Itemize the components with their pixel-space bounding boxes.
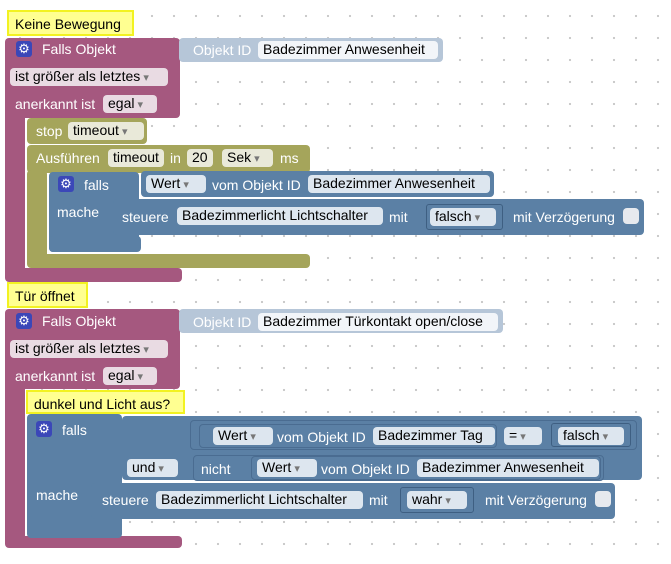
- steuere-field[interactable]: Badezimmerlicht Lichtschalter: [156, 491, 363, 509]
- if-block-foot-1: [49, 236, 141, 252]
- verzoegerung-checkbox[interactable]: [595, 491, 611, 507]
- mache-label: mache: [36, 487, 79, 503]
- bool-slot: [426, 204, 503, 230]
- objekt-id-label: Objekt ID: [193, 42, 252, 58]
- verzoegerung-checkbox[interactable]: [623, 208, 639, 224]
- anerkannt-dropdown[interactable]: egal: [103, 95, 157, 113]
- mit-label: mit: [369, 492, 388, 508]
- steuere-label: steuere: [122, 209, 169, 225]
- mit-label: mit: [389, 209, 408, 225]
- vom-objekt-label: vom Objekt ID: [212, 177, 301, 193]
- trigger-foot-2: [5, 536, 182, 548]
- delay-field[interactable]: 20: [187, 149, 213, 167]
- steuere-field[interactable]: Badezimmerlicht Lichtschalter: [177, 207, 383, 225]
- vom-objekt-label: vom Objekt ID: [321, 461, 410, 477]
- vom-objekt-field[interactable]: Badezimmer Anwesenheit: [417, 459, 599, 477]
- falls-objekt-label: Falls Objekt: [42, 313, 116, 329]
- gear-icon[interactable]: ⚙: [58, 176, 74, 192]
- bool-dropdown[interactable]: falsch: [430, 208, 496, 226]
- ausfuehren-spine: [27, 170, 47, 266]
- timeout-name-field[interactable]: timeout: [108, 149, 164, 167]
- comment-tuer-oeffnet[interactable]: Tür öffnet: [7, 282, 88, 308]
- compare-slot: [551, 423, 631, 447]
- verzoegerung-label: mit Verzögerung: [513, 209, 615, 225]
- stop-label: stop: [36, 123, 63, 139]
- logic-operator-dropdown[interactable]: und: [127, 459, 178, 477]
- objekt-id-label: Objekt ID: [193, 314, 252, 330]
- ms-label: ms: [280, 150, 299, 166]
- stop-timeout-dropdown[interactable]: timeout: [68, 122, 144, 140]
- compare-value-dropdown[interactable]: falsch: [558, 427, 624, 445]
- anerkannt-label: anerkannt ist: [15, 96, 96, 112]
- falls-objekt-label: Falls Objekt: [42, 41, 116, 57]
- comment-keine-bewegung[interactable]: Keine Bewegung: [7, 10, 134, 36]
- verzoegerung-label: mit Verzögerung: [485, 492, 587, 508]
- ausfuehren-label: Ausführen: [36, 150, 100, 166]
- condition-dropdown[interactable]: ist größer als letztes: [10, 340, 168, 358]
- bool-slot: [400, 487, 474, 513]
- compare-operator-dropdown[interactable]: =: [504, 427, 542, 445]
- objekt-id-field[interactable]: Badezimmer Anwesenheit: [258, 41, 438, 59]
- in-label: in: [170, 150, 181, 166]
- gear-icon[interactable]: ⚙: [16, 313, 32, 329]
- mache-label: mache: [57, 204, 100, 220]
- wert-dropdown[interactable]: Wert: [257, 459, 317, 477]
- bool-dropdown[interactable]: wahr: [407, 491, 467, 509]
- if-label: falls: [84, 177, 109, 193]
- steuere-label: steuere: [102, 492, 149, 508]
- wert-dropdown[interactable]: Wert: [213, 427, 273, 445]
- trigger-foot-1: [5, 268, 182, 282]
- anerkannt-dropdown[interactable]: egal: [103, 367, 157, 385]
- anerkannt-label: anerkannt ist: [15, 368, 96, 384]
- if-label: falls: [62, 422, 87, 438]
- objekt-id-field[interactable]: Badezimmer Türkontakt open/close: [258, 313, 498, 331]
- trigger-spine-1: [5, 110, 25, 280]
- gear-icon[interactable]: ⚙: [36, 421, 52, 437]
- vom-objekt-field[interactable]: Badezimmer Anwesenheit: [308, 175, 490, 193]
- trigger-spine-2: [5, 380, 25, 545]
- wert-dropdown[interactable]: Wert: [146, 175, 206, 193]
- vom-objekt-field[interactable]: Badezimmer Tag: [373, 427, 495, 445]
- nicht-label: nicht: [201, 461, 231, 477]
- vom-objekt-label: vom Objekt ID: [277, 429, 366, 445]
- gear-icon[interactable]: ⚙: [16, 41, 32, 57]
- condition-dropdown[interactable]: ist größer als letztes: [10, 68, 168, 86]
- unit-dropdown[interactable]: Sek: [222, 149, 273, 167]
- comment-dunkel-licht[interactable]: dunkel und Licht aus?: [26, 390, 185, 414]
- ausfuehren-foot: [27, 254, 310, 268]
